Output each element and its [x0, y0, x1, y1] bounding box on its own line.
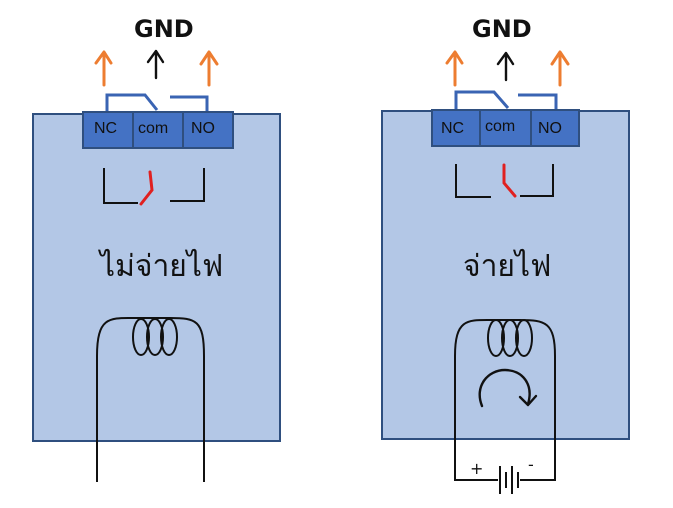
right-terminal-no-label: NO — [538, 120, 562, 137]
left-gnd-label: GND — [134, 15, 194, 43]
right-orange-arrow-no — [550, 50, 570, 87]
left-orange-arrow-no — [199, 50, 219, 87]
battery-minus-label: - — [528, 455, 534, 474]
left-relay: GND NC com NO ไม่จ่ายไฟ — [32, 15, 281, 482]
right-relay: GND NC com NO จ่ายไฟ — [381, 15, 630, 494]
left-terminal-no — [182, 111, 234, 149]
left-terminal-no-label: NO — [191, 120, 215, 137]
right-terminal-com-label: com — [485, 118, 515, 135]
battery-plus-label: + — [470, 459, 483, 478]
left-coil — [96, 316, 205, 482]
left-contact-nc — [103, 168, 138, 204]
right-terminal-nc-label: NC — [441, 120, 464, 137]
right-gnd-label: GND — [472, 15, 532, 43]
right-state-label: จ่ายไฟ — [463, 248, 551, 284]
left-terminal-com — [132, 111, 184, 149]
left-contact-com-red — [139, 170, 154, 206]
right-contact-com-red — [502, 163, 517, 198]
left-contact-no — [170, 168, 205, 202]
right-top-wiring — [454, 90, 558, 110]
left-terminal-nc — [82, 111, 134, 149]
right-black-arrow-gnd — [496, 51, 515, 82]
right-terminal-no — [530, 109, 580, 147]
right-terminal-nc — [431, 109, 481, 147]
right-contact-no — [520, 164, 554, 197]
right-terminal-com — [479, 109, 532, 147]
left-state-label: ไม่จ่ายไฟ — [98, 248, 223, 284]
left-top-wiring — [105, 93, 209, 113]
right-coil — [454, 318, 556, 470]
right-contact-nc — [455, 164, 491, 198]
left-relay-body — [32, 113, 281, 442]
left-terminal-com-label: com — [138, 120, 168, 137]
battery-circuit — [454, 466, 556, 494]
left-orange-arrow-nc — [94, 50, 113, 87]
left-terminal-nc-label: NC — [94, 120, 117, 137]
left-black-arrow-gnd — [146, 49, 165, 80]
right-orange-arrow-nc — [445, 50, 464, 87]
magnetic-field-arrow-icon — [478, 368, 538, 408]
